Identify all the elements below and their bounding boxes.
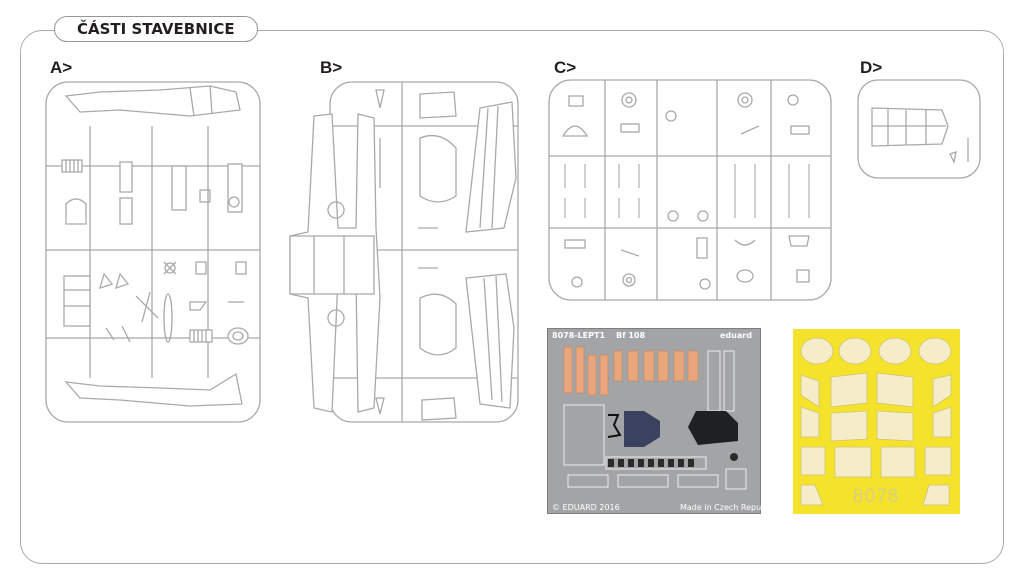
sprue-b-label: B> [320,58,343,77]
mask-shapes [800,337,952,506]
sprue-d-label: D> [860,58,883,77]
sprue-c [548,79,832,301]
pe-brand: eduard [720,331,752,340]
sprue-c-label: C> [554,58,577,77]
canopy-part [871,107,949,147]
pe-origin: Made in Czech Republic [680,503,776,512]
section-title-text: ČÁSTI STAVEBNICE [77,20,235,38]
sprue-a-label: A> [50,58,73,77]
mask-code: 8078 [853,486,900,507]
wing-center-panel [289,235,375,295]
canopy-mask-sheet: 8078 [793,329,960,514]
sprue-d [857,79,981,179]
tailplane-lower [465,273,515,409]
pe-copyright: © EDUARD 2016 [552,503,620,512]
pe-parts [563,346,747,490]
fuselage-half-top [64,85,241,117]
photo-etch-fret: 8078-LEPT1 Bf 108 eduard © EDUARD 2016 M… [547,328,775,514]
pe-model: Bf 108 [616,331,646,340]
tailplane-upper [465,101,517,233]
sprue-a [45,81,261,423]
pe-code: 8078-LEPT1 [552,331,606,340]
fuselage-half-bottom [64,372,243,407]
parts-frame [20,30,1004,564]
sprue-b [289,81,519,423]
section-title: ČÁSTI STAVEBNICE [54,16,258,42]
